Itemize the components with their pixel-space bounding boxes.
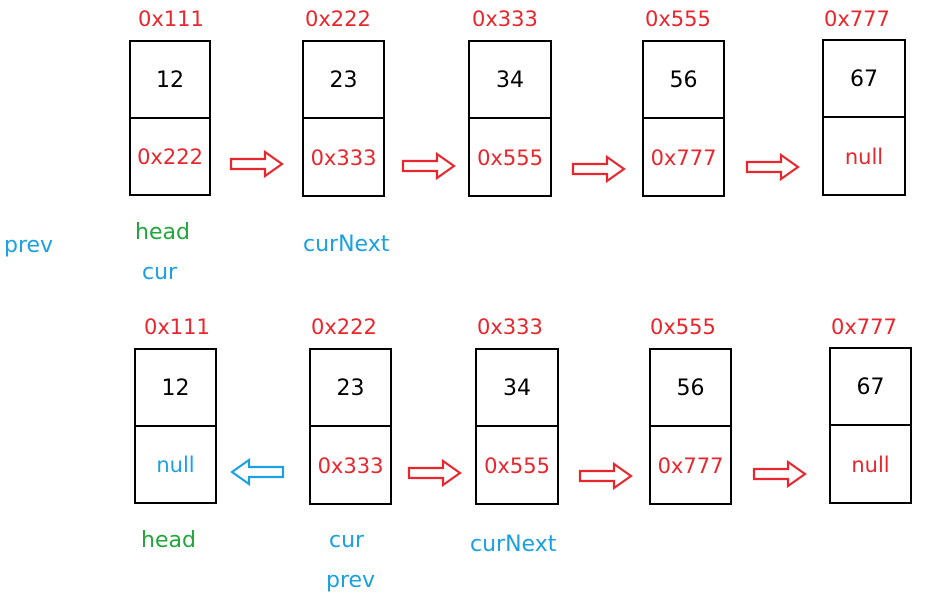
row1-node1: 12 0x222 — [129, 40, 211, 196]
row1-node5-address: 0x777 — [824, 7, 890, 31]
row2-node3-next: 0x555 — [484, 454, 550, 478]
row2-node2-value: 23 — [311, 350, 390, 427]
row2-node1-address: 0x111 — [144, 315, 210, 339]
row1-node2-address: 0x222 — [305, 7, 371, 31]
row2-node4-value: 56 — [651, 350, 730, 427]
row1-node3-next: 0x555 — [477, 146, 543, 170]
row1-node3-value: 34 — [470, 42, 550, 119]
row2-node5: 67 null — [829, 347, 912, 504]
row1-arrow-1-icon — [229, 150, 284, 178]
row1-node2-next: 0x333 — [310, 146, 377, 170]
row2-node4: 56 0x777 — [649, 348, 732, 505]
row2-arrow-3-icon — [752, 460, 807, 488]
row1-cur-label: cur — [142, 260, 178, 285]
row1-node3: 34 0x555 — [468, 40, 552, 197]
row2-node5-value: 67 — [831, 349, 910, 426]
row2-reversed-arrow-icon — [230, 458, 285, 486]
row2-node3: 34 0x555 — [475, 348, 559, 505]
row1-node5-value: 67 — [824, 41, 904, 118]
row1-node4-address: 0x555 — [645, 7, 711, 31]
row1-node1-value: 12 — [131, 42, 209, 119]
row2-node2-address: 0x222 — [311, 315, 377, 339]
row2-prev-label: prev — [326, 568, 376, 593]
row1-arrow-4-icon — [745, 153, 800, 181]
row2-arrow-2-icon — [578, 462, 633, 490]
row1-node3-address: 0x333 — [472, 7, 538, 31]
row2-node5-address: 0x777 — [831, 315, 897, 339]
row1-node4-value: 56 — [644, 42, 723, 119]
row2-node1: 12 null — [134, 348, 217, 504]
row1-node1-address: 0x111 — [138, 7, 204, 31]
row1-arrow-3-icon — [571, 155, 626, 183]
row2-curnext-label: curNext — [470, 532, 557, 557]
row2-arrow-1-icon — [407, 459, 462, 487]
row2-node1-next: null — [156, 453, 195, 477]
row1-node1-next: 0x222 — [137, 145, 203, 169]
row2-node5-next: null — [851, 453, 890, 477]
row1-node5: 67 null — [822, 39, 906, 196]
row1-node2: 23 0x333 — [302, 40, 385, 197]
row1-node4-next: 0x777 — [650, 146, 717, 170]
row2-node4-next: 0x777 — [657, 454, 724, 478]
row2-head-label: head — [141, 528, 196, 553]
row2-node4-address: 0x555 — [650, 315, 716, 339]
row1-head-label: head — [135, 220, 190, 245]
row2-node3-address: 0x333 — [477, 315, 543, 339]
row1-node5-next: null — [844, 145, 884, 169]
row1-arrow-2-icon — [401, 152, 456, 180]
row1-curnext-label: curNext — [303, 232, 390, 257]
row2-node3-value: 34 — [477, 350, 557, 427]
row2-node1-value: 12 — [136, 350, 215, 427]
row1-node4: 56 0x777 — [642, 40, 725, 197]
row2-node2: 23 0x333 — [309, 348, 392, 505]
row1-node2-value: 23 — [304, 42, 383, 119]
row1-prev-label: prev — [4, 233, 54, 258]
row2-node2-next: 0x333 — [317, 454, 384, 478]
row2-cur-label: cur — [329, 528, 365, 553]
